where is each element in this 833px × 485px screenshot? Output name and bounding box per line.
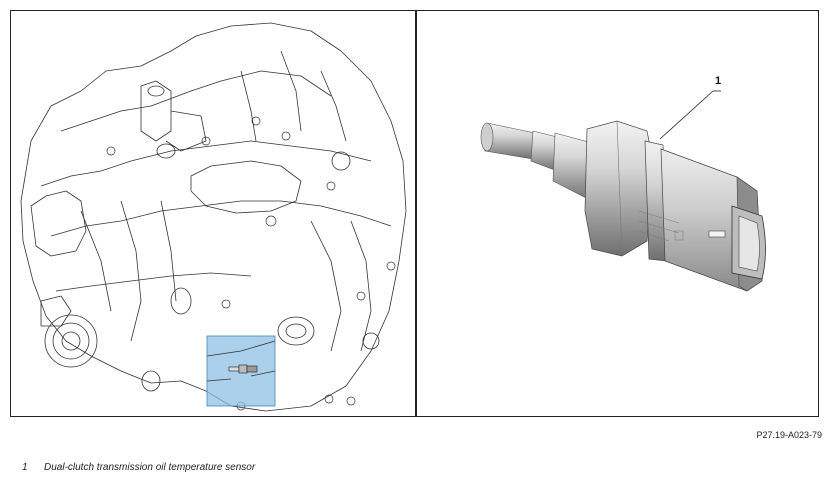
figure-frame: 1	[10, 10, 819, 417]
transmission-illustration-panel	[11, 11, 415, 416]
sensor-small-icon	[228, 364, 258, 374]
sensor-drawing: 1	[480, 75, 766, 292]
legend-item-text: Dual-clutch transmission oil temperature…	[44, 462, 256, 473]
housing-outline	[20, 22, 407, 412]
transmission-drawing	[20, 22, 407, 412]
legend: 1 Dual-clutch transmission oil temperatur…	[22, 462, 255, 473]
panel-divider	[415, 11, 417, 416]
callout-number: 1	[715, 75, 721, 87]
legend-item-number: 1	[22, 462, 28, 473]
sensor-detail-panel: 1	[417, 11, 818, 416]
figure-reference-code: P27.19-A023-79	[756, 430, 822, 440]
